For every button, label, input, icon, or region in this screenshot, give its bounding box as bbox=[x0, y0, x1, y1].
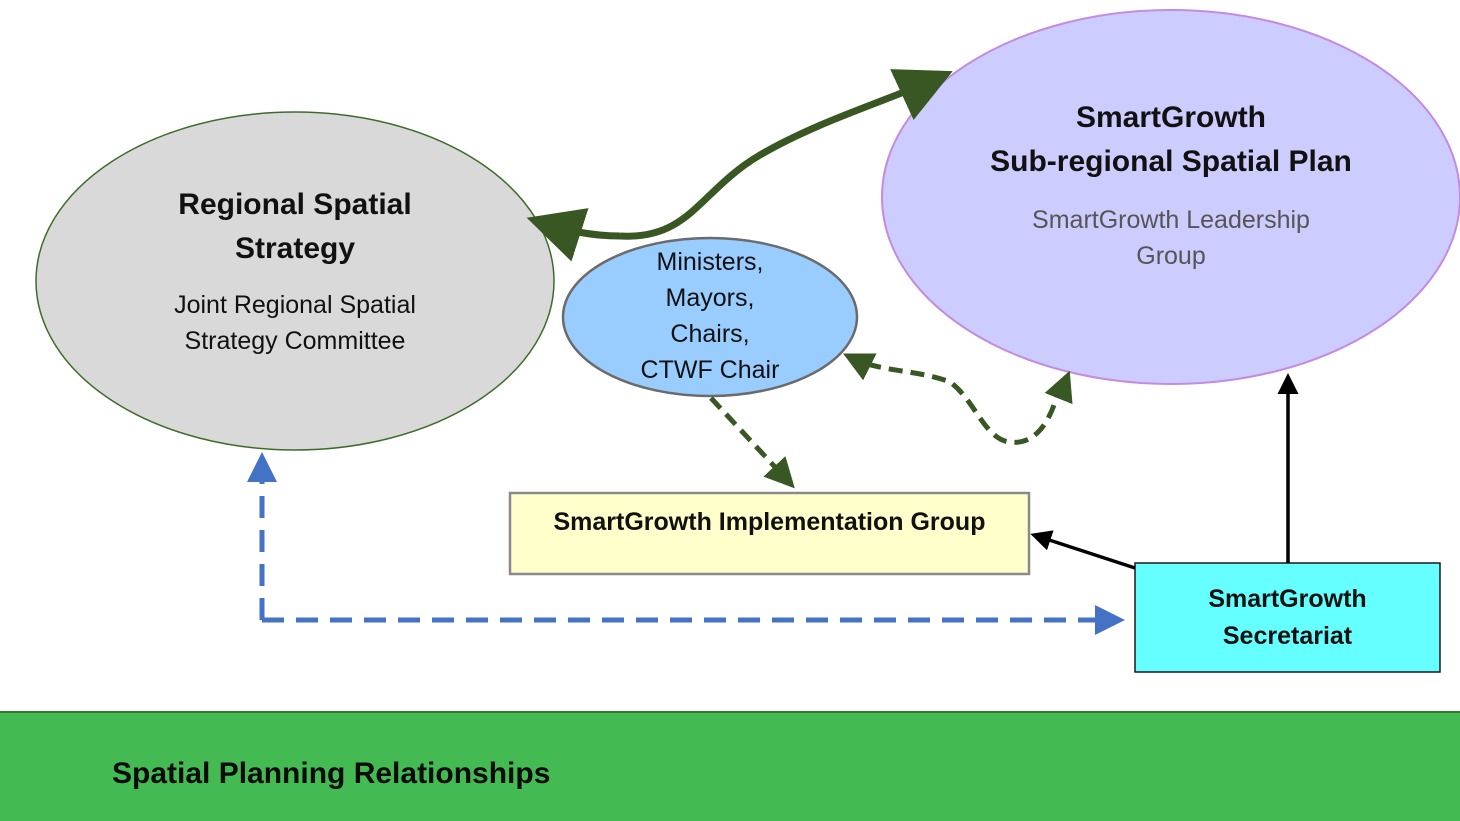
ministers-label: Ministers, Mayors, Chairs, CTWF Chair bbox=[640, 248, 780, 384]
regional-strategy-committee: Joint Regional Spatial Strategy Committe… bbox=[174, 291, 416, 355]
footer-title: Spatial Planning Relationships bbox=[112, 757, 551, 790]
smartgrowth-plan-ellipse[interactable] bbox=[881, 9, 1460, 385]
secretariat-box[interactable] bbox=[1134, 562, 1441, 673]
ministers-to-implementation-arrow bbox=[709, 396, 795, 489]
regional-strategy-title: Regional Spatial Strategy bbox=[178, 188, 412, 265]
implementation-group-box[interactable] bbox=[508, 491, 1031, 576]
implementation-group-label: SmartGrowth Implementation Group bbox=[553, 508, 986, 536]
smartgrowth-plan-node: SmartGrowth Sub-regional Spatial Plan Sm… bbox=[921, 96, 1421, 274]
footer-bar: Spatial Planning Relationships bbox=[0, 711, 1460, 821]
secretariat-label: SmartGrowth Secretariat bbox=[1208, 585, 1367, 650]
regional-strategy-node: Regional Spatial Strategy Joint Regional… bbox=[95, 183, 495, 359]
smartgrowth-leadership-group: SmartGrowth Leadership Group bbox=[1032, 206, 1310, 270]
smartgrowth-ministers-link-arrow bbox=[843, 353, 1063, 445]
smartgrowth-link-arrowhead bbox=[1044, 370, 1073, 405]
ministers-ellipse[interactable] bbox=[561, 236, 859, 398]
regional-strategy-ellipse[interactable] bbox=[35, 111, 555, 451]
secretariat-to-implementation-arrow bbox=[1030, 530, 1136, 570]
smartgrowth-plan-title: SmartGrowth Sub-regional Spatial Plan bbox=[990, 101, 1352, 178]
rss-link-arrowhead bbox=[526, 208, 621, 262]
rss-sg-link-arrow bbox=[619, 69, 953, 240]
